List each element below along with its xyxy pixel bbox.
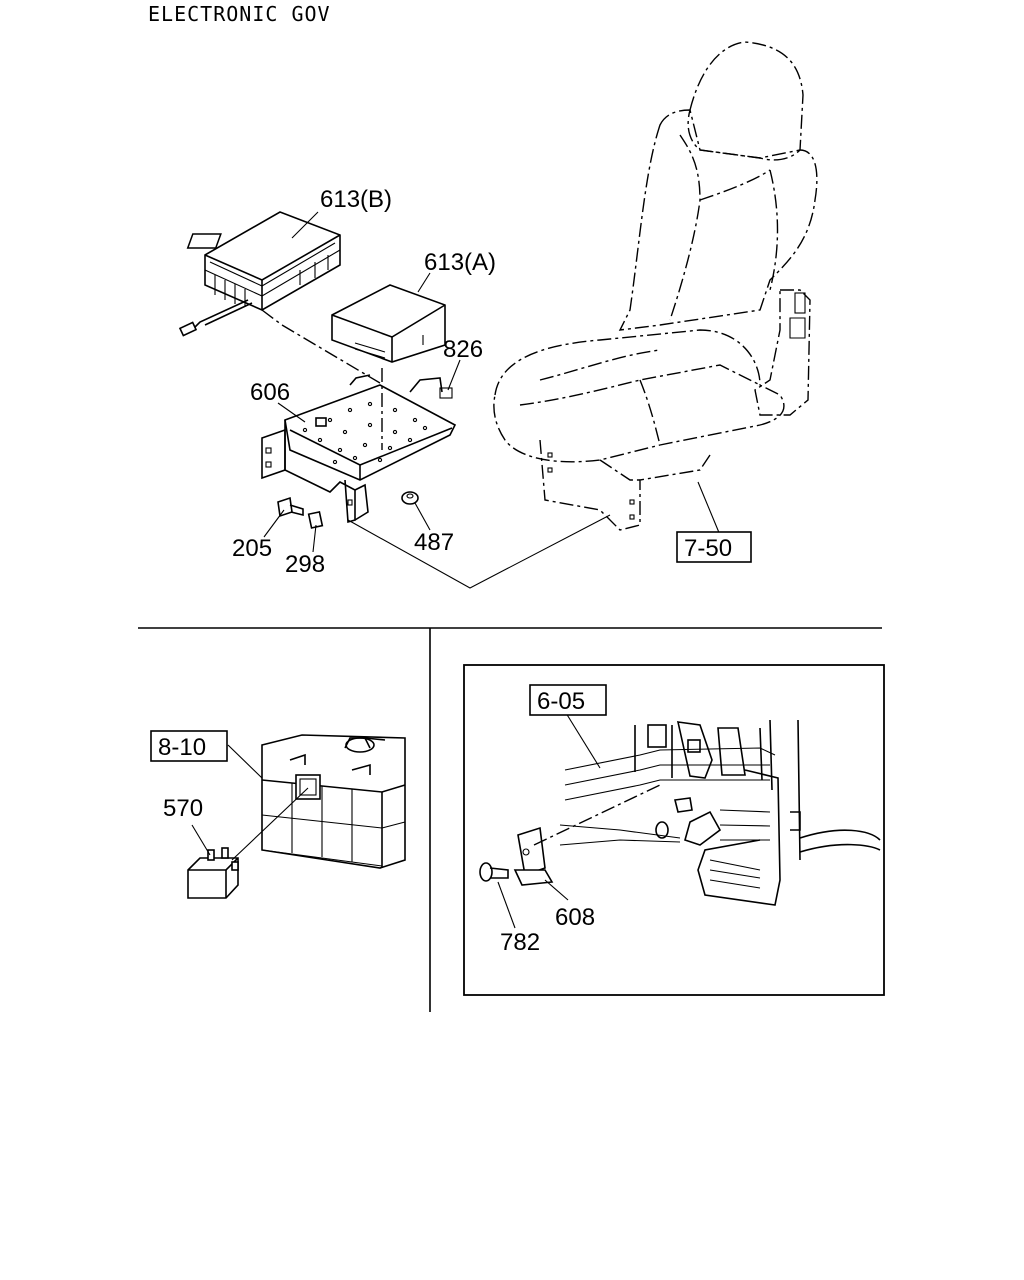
leader-lines-top xyxy=(263,211,461,553)
callout-606: 606 xyxy=(250,379,290,406)
ecu-613b-drawing xyxy=(178,211,341,337)
callout-826: 826 xyxy=(443,336,483,363)
assembly-lines xyxy=(261,309,721,589)
ref-box-7-50[interactable]: 7-50 xyxy=(676,531,752,563)
callout-570: 570 xyxy=(163,795,203,822)
ref-label-6-05: 6-05 xyxy=(537,688,585,715)
callout-608: 608 xyxy=(555,904,595,931)
bracket-606-drawing xyxy=(261,374,457,529)
ecu-613a-drawing xyxy=(331,284,446,363)
ref-box-6-05[interactable]: 6-05 xyxy=(529,684,607,716)
diagram-title: ELECTRONIC GOV xyxy=(148,2,331,26)
callout-613b: 613(B) xyxy=(320,186,392,213)
callout-205: 205 xyxy=(232,535,272,562)
inset-bracket-drawing xyxy=(479,712,881,929)
callout-487: 487 xyxy=(414,529,454,556)
ref-label-7-50: 7-50 xyxy=(684,535,732,562)
ref-box-8-10[interactable]: 8-10 xyxy=(150,730,228,762)
callout-782: 782 xyxy=(500,929,540,956)
relay-box-drawing xyxy=(187,734,406,899)
callout-298: 298 xyxy=(285,551,325,578)
inset-frame xyxy=(463,664,885,996)
ref-label-8-10: 8-10 xyxy=(158,734,206,761)
seat-drawing xyxy=(493,41,818,531)
callout-613a: 613(A) xyxy=(424,249,496,276)
